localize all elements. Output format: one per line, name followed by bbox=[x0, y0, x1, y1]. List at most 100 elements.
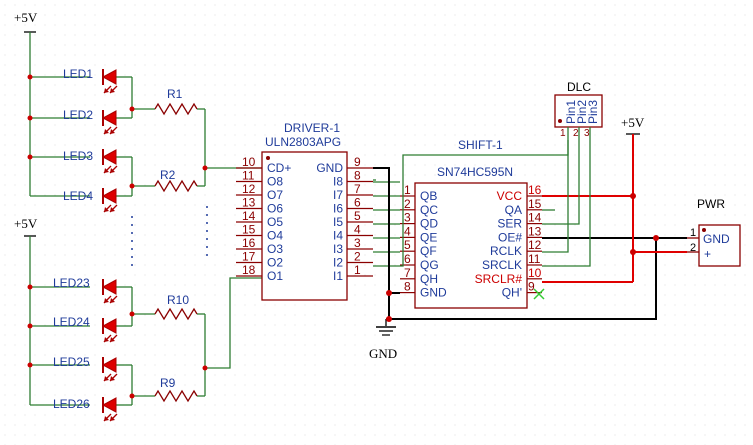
led-labels: LED1 LED2 LED3 LED4 LED23 LED24 LED25 LE… bbox=[53, 67, 93, 411]
driver-pin-name: GND bbox=[316, 161, 343, 175]
pwr-pin-num: 2 bbox=[690, 242, 696, 254]
driver-pin-number: 16 bbox=[242, 236, 256, 250]
driver-pin-number: 14 bbox=[242, 209, 256, 223]
ground-label: GND bbox=[369, 346, 397, 361]
led-label: LED2 bbox=[63, 108, 93, 122]
shift-pin-name: QB bbox=[420, 189, 437, 203]
driver-pin-name: O4 bbox=[267, 229, 283, 243]
driver-pin-name: CD+ bbox=[267, 161, 291, 175]
driver-pin-number: 9 bbox=[354, 155, 361, 169]
shift-pin-name: SRCLR# bbox=[475, 272, 523, 286]
shift-pin-number: 16 bbox=[528, 183, 542, 197]
driver-pin-name: O5 bbox=[267, 215, 283, 229]
driver-pin-name: I6 bbox=[333, 202, 343, 216]
shift-chip: SHIFT-1 SN74HC595N bbox=[414, 138, 528, 309]
dlc-title: DLC bbox=[567, 80, 591, 94]
led-label: LED23 bbox=[53, 276, 90, 290]
ground-network: GND bbox=[369, 167, 687, 361]
dlc-pin-label: Pin2 bbox=[575, 100, 589, 124]
shift-pin-number: 4 bbox=[404, 224, 411, 238]
shift-pin-name: QC bbox=[420, 203, 438, 217]
supply-label-bottom: +5V bbox=[14, 216, 38, 231]
driver-pin-name: I2 bbox=[333, 256, 343, 270]
shift-pin-name: GND bbox=[420, 286, 447, 300]
shift-pin-number: 5 bbox=[404, 238, 411, 252]
driver-part: ULN2803APG bbox=[265, 135, 341, 149]
driver-pin-number: 10 bbox=[242, 155, 256, 169]
shift-pin-name: QA bbox=[505, 203, 522, 217]
shift-pin-number: 13 bbox=[528, 224, 542, 238]
resistor-label: R2 bbox=[160, 168, 176, 182]
shift-pin-name: VCC bbox=[497, 189, 523, 203]
pwr-plus-label: + bbox=[704, 247, 711, 261]
driver-pin-number: 5 bbox=[354, 209, 361, 223]
resistor-label: R10 bbox=[167, 293, 189, 307]
driver-pin-number: 8 bbox=[354, 169, 361, 183]
led-label: LED1 bbox=[63, 67, 93, 81]
pwr-pin-num: 1 bbox=[690, 227, 696, 239]
shift-pin-name: QH bbox=[420, 272, 438, 286]
shift-pin-name: QD bbox=[420, 217, 438, 231]
driver-pin-name: I3 bbox=[333, 242, 343, 256]
resistor-labels: R1 R2 R10 R9 bbox=[160, 87, 189, 390]
driver-pin-number: 6 bbox=[354, 196, 361, 210]
driver-pin-number: 7 bbox=[354, 182, 361, 196]
driver-pin-number: 17 bbox=[242, 250, 256, 264]
driver-pin-name: I5 bbox=[333, 215, 343, 229]
led-label: LED4 bbox=[63, 189, 93, 203]
shift-pin-name: SER bbox=[497, 217, 522, 231]
driver-pin-name: O1 bbox=[267, 269, 283, 283]
shift-pin-number: 11 bbox=[528, 252, 541, 266]
driver-designator: DRIVER-1 bbox=[284, 121, 340, 135]
dlc-pin-label: Pin3 bbox=[586, 100, 600, 124]
dlc-pin-num: 1 bbox=[560, 128, 566, 139]
shift-pin-number: 15 bbox=[528, 197, 542, 211]
pwr-title: PWR bbox=[697, 197, 725, 211]
dlc-connector: DLC Pin1 Pin2 Pin3 1 2 3 bbox=[400, 80, 603, 267]
resistor-label: R9 bbox=[160, 376, 176, 390]
shift-pin-name: QF bbox=[420, 244, 437, 258]
resistor-label: R1 bbox=[167, 87, 183, 101]
driver-pin-name: O6 bbox=[267, 202, 283, 216]
pwr-gnd-label: GND bbox=[703, 232, 730, 246]
driver-pin-name: O2 bbox=[267, 256, 283, 270]
driver-shift-wires bbox=[373, 179, 400, 267]
shift-pin-number: 3 bbox=[404, 211, 411, 225]
shift-pin-number: 12 bbox=[528, 238, 542, 252]
shift-pin-number: 1 bbox=[404, 183, 411, 197]
shift-pin-number: 6 bbox=[404, 252, 411, 266]
shift-pin-number: 8 bbox=[404, 280, 411, 294]
driver-pin-name: O7 bbox=[267, 188, 283, 202]
driver-pin-number: 12 bbox=[242, 182, 256, 196]
shift-pin-name: QE bbox=[420, 230, 437, 244]
driver-pin-number: 1 bbox=[354, 263, 361, 277]
led-label: LED24 bbox=[53, 315, 90, 329]
dlc-pin-num: 3 bbox=[584, 128, 590, 139]
driver-chip: DRIVER-1 ULN2803APG bbox=[261, 121, 348, 301]
shift-pin-name: OE# bbox=[498, 230, 522, 244]
shift-pin-number: 14 bbox=[528, 211, 542, 225]
driver-pin-name: O8 bbox=[267, 175, 283, 189]
driver-pin-number: 15 bbox=[242, 223, 256, 237]
led-label: LED25 bbox=[53, 355, 90, 369]
top-led-group bbox=[24, 31, 262, 213]
shift-pin-name: SRCLK bbox=[482, 258, 522, 272]
led-label: LED26 bbox=[53, 397, 90, 411]
shift-pin-number: 7 bbox=[404, 266, 411, 280]
driver-pin-name: I1 bbox=[333, 269, 343, 283]
no-connect-marker bbox=[533, 288, 545, 300]
driver-pin-number: 18 bbox=[242, 263, 256, 277]
driver-pin-number: 2 bbox=[354, 250, 361, 264]
shift-designator: SHIFT-1 bbox=[458, 138, 503, 152]
ellipsis-dots bbox=[131, 206, 208, 270]
supply-label-top: +5V bbox=[14, 10, 38, 25]
supply-label-right: +5V bbox=[621, 115, 645, 130]
shift-pin-name: RCLK bbox=[490, 244, 522, 258]
driver-pin-number: 13 bbox=[242, 196, 256, 210]
shift-pin-number: 9 bbox=[528, 280, 535, 294]
power-network: +5V bbox=[542, 115, 687, 283]
